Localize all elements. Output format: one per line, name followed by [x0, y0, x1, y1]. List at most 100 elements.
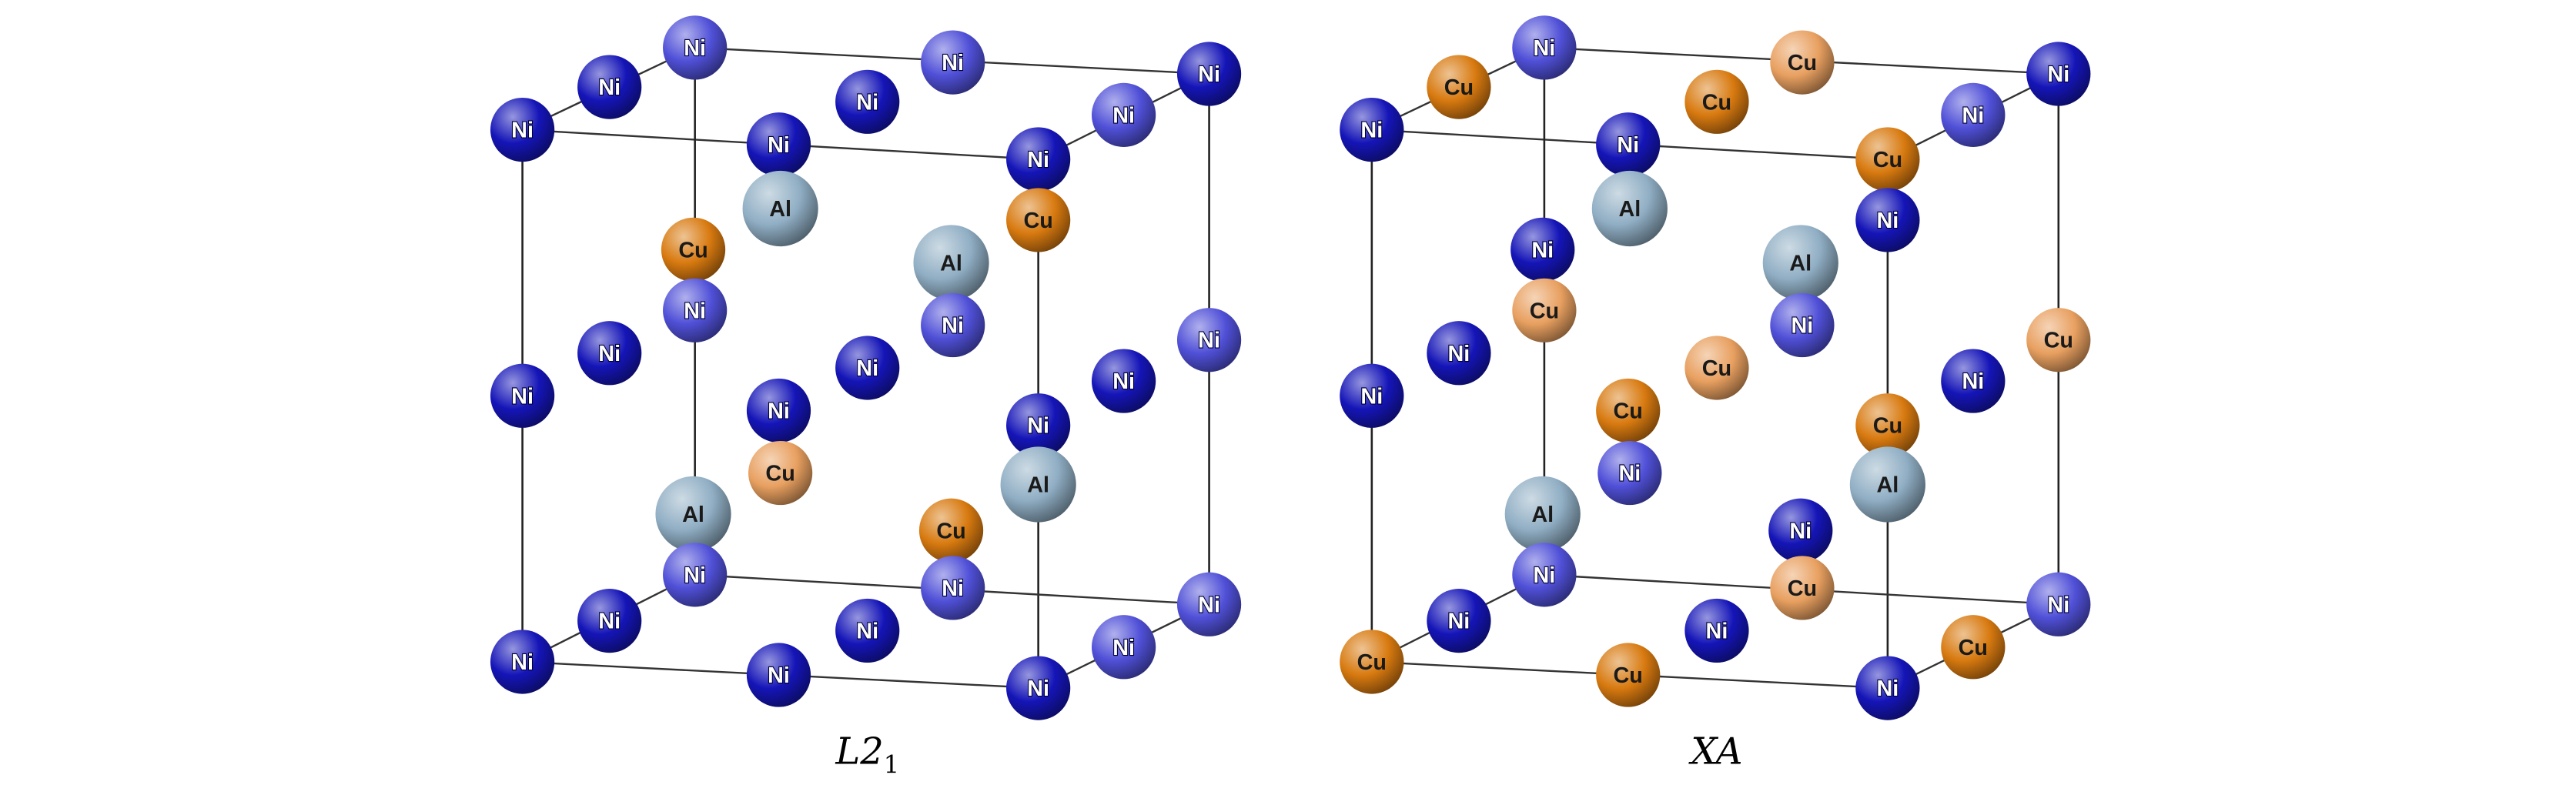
atom-label: Ni [1706, 619, 1728, 643]
atom-label: Ni [856, 90, 878, 115]
atom-label: Ni [684, 299, 706, 323]
atom-label: Al [1531, 503, 1554, 527]
atom-label: Ni [1448, 342, 1470, 366]
atom-sphere [663, 278, 728, 342]
atom-sphere [1770, 556, 1835, 620]
atom-label: Ni [684, 36, 706, 61]
atom-sphere [1512, 278, 1577, 342]
atom-ni: Ni [1006, 656, 1071, 720]
atom-label: Cu [1873, 148, 1902, 172]
atom-sphere [1596, 112, 1661, 177]
atom-ni: Ni [490, 97, 555, 162]
atom-sphere [1512, 15, 1577, 80]
atom-cu: Cu [1596, 643, 1661, 707]
atom-label: Cu [1788, 51, 1817, 75]
atom-label: Ni [1789, 519, 1812, 543]
atom-label: Ni [768, 399, 790, 423]
atom-sphere [577, 55, 642, 119]
atom-ni: Ni [663, 543, 728, 607]
atom-ni: Ni [746, 112, 811, 177]
atom-cu: Cu [918, 498, 984, 563]
atom-cu: Cu [1006, 188, 1071, 252]
atom-sphere [1770, 292, 1835, 358]
atom-cu: Cu [1684, 69, 1749, 134]
atom-cu: Cu [1855, 127, 1920, 192]
atom-label: Ni [2047, 593, 2069, 617]
atom-ni: Ni [1006, 127, 1071, 192]
atom-ni: Ni [577, 55, 642, 119]
atom-ni: Ni [1597, 440, 1662, 506]
atom-ni: Ni [835, 598, 900, 663]
atom-sphere [1855, 188, 1920, 252]
atom-sphere [1176, 572, 1242, 636]
atom-label: Cu [936, 519, 965, 543]
atom-ni: Ni [835, 336, 900, 400]
atom-cu: Cu [1941, 615, 2006, 680]
atom-label: Ni [1531, 238, 1554, 262]
atom-ni: Ni [1855, 656, 1920, 720]
atom-label: Cu [1702, 90, 1731, 115]
atom-sphere [1684, 69, 1749, 134]
atom-label: Al [1027, 473, 1049, 498]
atom-label: Ni [1618, 462, 1641, 486]
atom-ni: Ni [1510, 217, 1575, 282]
atom-sphere [1855, 656, 1920, 720]
atom-sphere [663, 15, 728, 80]
atom-ni: Ni [663, 15, 728, 80]
atom-label: Cu [2044, 329, 2073, 353]
atom-label: Ni [1112, 103, 1135, 128]
atom-sphere [746, 378, 811, 443]
atom-sphere [918, 498, 984, 563]
atom-sphere [1855, 393, 1920, 458]
atom-sphere [1762, 225, 1838, 301]
atom-sphere [1510, 217, 1575, 282]
atom-sphere [1006, 188, 1071, 252]
atom-sphere [1684, 598, 1749, 663]
atom-label: Cu [1023, 209, 1052, 233]
caption-main: L2 [835, 730, 883, 773]
atom-label: Al [1618, 197, 1641, 222]
atom-sphere [2026, 308, 2091, 372]
atom-cu: Cu [1427, 55, 1491, 119]
atom-sphere [921, 30, 985, 95]
atom-label: Cu [765, 462, 795, 486]
atom-ni: Ni [1091, 615, 1156, 680]
atom-sphere [577, 321, 642, 386]
atom-label: Ni [942, 51, 964, 75]
atom-sphere [577, 589, 642, 653]
atom-sphere [2026, 42, 2091, 106]
atom-sphere [1512, 543, 1577, 607]
atom-cu: Cu [1340, 630, 1404, 694]
atom-label: Cu [1788, 576, 1817, 601]
atom-cu: Cu [661, 217, 726, 282]
atom-ni: Ni [921, 30, 985, 95]
atom-label: Ni [942, 576, 964, 601]
atom-sphere [1176, 42, 1242, 106]
atom-sphere [1006, 393, 1071, 458]
atom-sphere [748, 440, 813, 506]
atom-sphere [1596, 378, 1661, 443]
atom-label: Cu [1873, 414, 1902, 439]
atom-label: Ni [598, 610, 621, 634]
atom-label: Ni [1876, 676, 1899, 701]
atom-ni: Ni [1340, 97, 1404, 162]
atom-sphere [1941, 615, 2006, 680]
atom-label: Ni [1198, 593, 1220, 617]
atom-ni: Ni [1091, 349, 1156, 413]
atom-label: Ni [1962, 103, 1984, 128]
atom-ni: Ni [746, 643, 811, 707]
atom-label: Ni [1791, 314, 1814, 339]
atom-sphere [1006, 656, 1071, 720]
atom-label: Ni [598, 342, 621, 366]
atom-sphere [490, 630, 555, 694]
atom-ni: Ni [490, 630, 555, 694]
atom-label: Al [1789, 251, 1812, 276]
atom-sphere [2026, 572, 2091, 636]
atom-al: Al [913, 225, 989, 301]
atom-ni: Ni [1427, 321, 1491, 386]
atom-cu: Cu [1855, 393, 1920, 458]
atom-label: Al [769, 197, 791, 222]
atom-label: Cu [1357, 650, 1387, 675]
atom-sphere [835, 69, 900, 134]
